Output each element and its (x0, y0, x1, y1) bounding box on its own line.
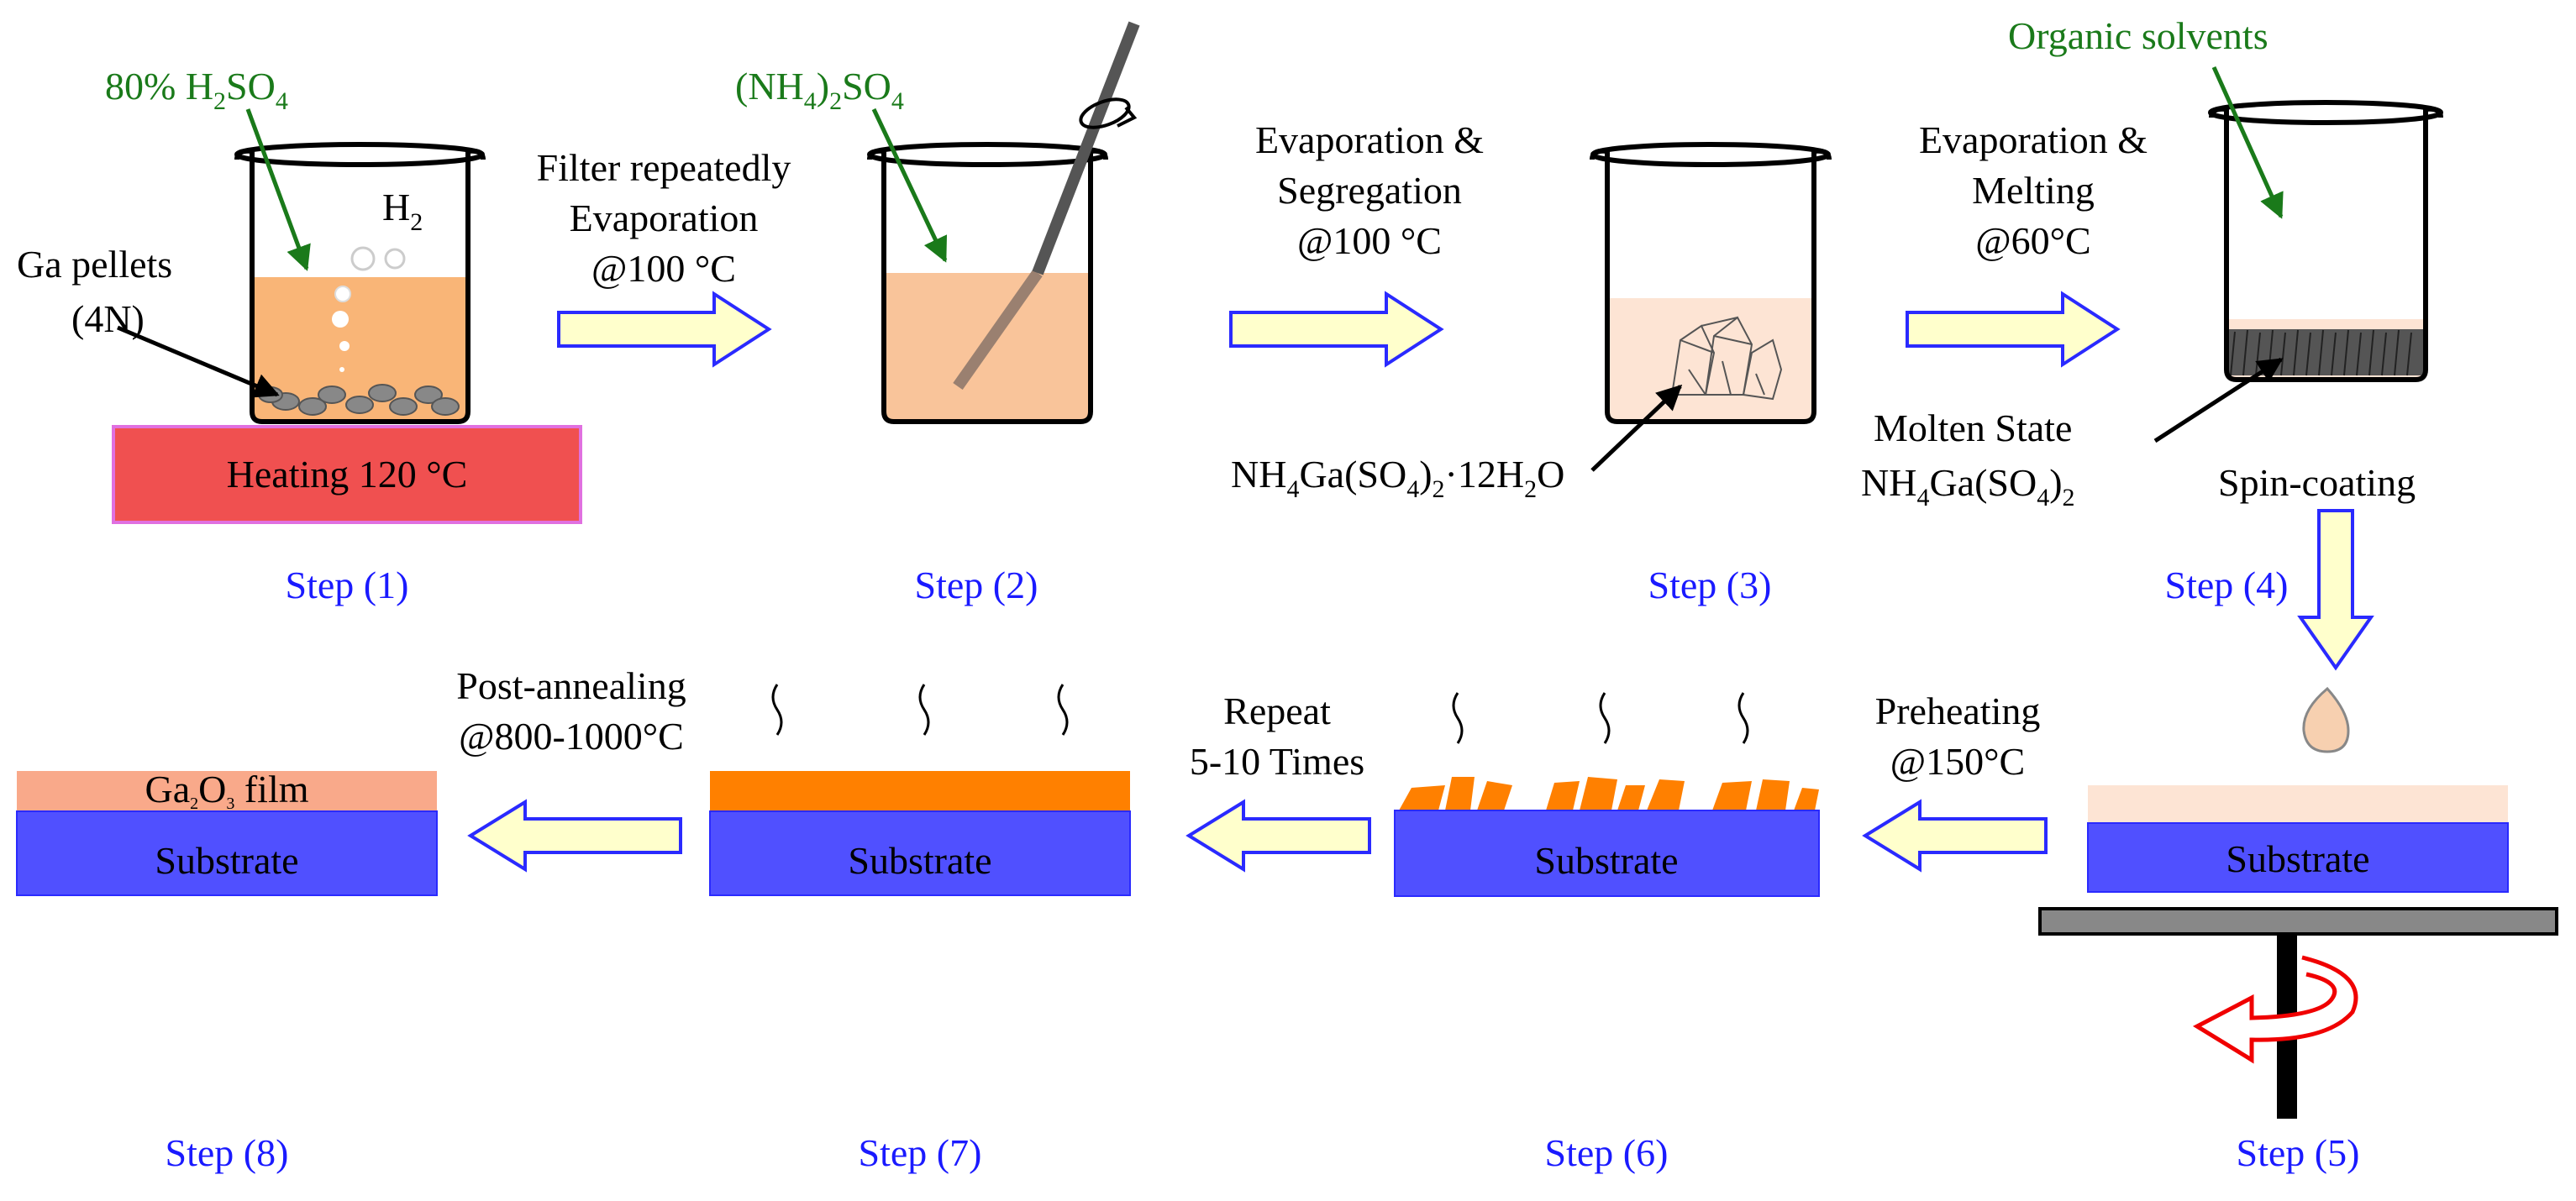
step-label-1: Step (1) (286, 564, 409, 606)
arrow7-line1: Post-annealing (456, 664, 686, 707)
solvents-arrow (2211, 66, 2284, 219)
arrow1-line1: Filter repeatedly (537, 146, 791, 189)
step-label-4: Step (4) (2165, 564, 2289, 606)
arrow1-line2: Evaporation (570, 197, 759, 239)
arrow3-line3: @60°C (1975, 219, 2090, 262)
step-label-2: Step (2) (915, 564, 1038, 606)
crystal-cluster (1670, 316, 1783, 401)
rotation-arrow-icon (2192, 955, 2358, 1064)
substrate-label-5: Substrate (2226, 837, 2369, 880)
arrow2-line2: Segregation (1277, 169, 1462, 212)
step-label-6: Step (6) (1545, 1131, 1669, 1174)
crystal-arrow (1590, 384, 1683, 472)
arrow6-line2: 5-10 Times (1190, 740, 1364, 783)
h2-label: H2 (382, 186, 423, 236)
step-label-7: Step (7) (859, 1131, 982, 1174)
step3-beaker (1590, 142, 1832, 424)
substrate-label-8: Substrate (155, 839, 298, 882)
spin-chuck (2038, 907, 2558, 936)
substrate-5 (2087, 822, 2509, 893)
spin-coating-label: Spin-coating (2218, 461, 2416, 504)
molten-formula: NH4Ga(SO4)2 (1861, 461, 2075, 511)
step-label-3: Step (3) (1648, 564, 1772, 606)
arrow-2 (1229, 291, 1444, 368)
salt-arrow (871, 108, 948, 263)
orange-film-7 (710, 771, 1130, 811)
film-label: Ga2O3 film (145, 768, 308, 813)
step1-beaker (234, 142, 486, 424)
salt-label: (NH4)2SO4 (735, 65, 904, 115)
pellets-arrow (117, 325, 280, 398)
molten-arrow (2153, 357, 2284, 443)
step6-film (1399, 777, 1819, 810)
substrate-7 (709, 810, 1131, 896)
step4-beaker (2208, 100, 2443, 382)
arrow5-line1: Preheating (1875, 690, 2041, 732)
arrow5-line2: @150°C (1890, 740, 2025, 783)
ga2o3-film (17, 771, 437, 811)
arrow-3 (1906, 291, 2121, 368)
heat-waves-6 (1452, 692, 1749, 744)
step-label-5: Step (5) (2237, 1131, 2360, 1174)
spin-film (2088, 785, 2508, 823)
arrow1-line3: @100 °C (591, 247, 736, 290)
arrow2-line3: @100 °C (1297, 219, 1442, 262)
acid-arrow (245, 108, 311, 271)
solvents-label: Organic solvents (2008, 14, 2268, 57)
arrow7-line2: @800-1000°C (459, 715, 684, 758)
heat-waves-7 (771, 684, 1069, 736)
crystal-formula: NH4Ga(SO4)2·12H2O (1231, 453, 1564, 503)
molten-label: Molten State (1874, 406, 2072, 449)
arrow2-line1: Evaporation & (1255, 118, 1484, 161)
arrow3-line2: Melting (1972, 169, 2095, 212)
arrow-1 (557, 291, 772, 368)
step2-beaker (867, 21, 1140, 424)
acid-label: 80% H2SO4 (105, 65, 288, 115)
arrow-5 (1862, 799, 2048, 873)
arrow-4-down (2297, 509, 2374, 671)
heater-label: Heating 120 °C (227, 453, 468, 496)
heater-block (112, 425, 582, 524)
step-label-8: Step (8) (166, 1131, 289, 1174)
substrate-8 (16, 810, 438, 896)
substrate-label-6: Substrate (1534, 839, 1678, 882)
arrow6-line1: Repeat (1223, 690, 1331, 732)
substrate-label-7: Substrate (848, 839, 991, 882)
droplet-icon (2302, 686, 2350, 753)
arrow-7 (467, 799, 682, 873)
substrate-6 (1394, 810, 1820, 897)
arrow3-line1: Evaporation & (1919, 118, 2148, 161)
pellets-label-1: Ga pellets (17, 243, 172, 286)
acid-solution (252, 277, 466, 420)
arrow-6 (1185, 799, 1371, 873)
